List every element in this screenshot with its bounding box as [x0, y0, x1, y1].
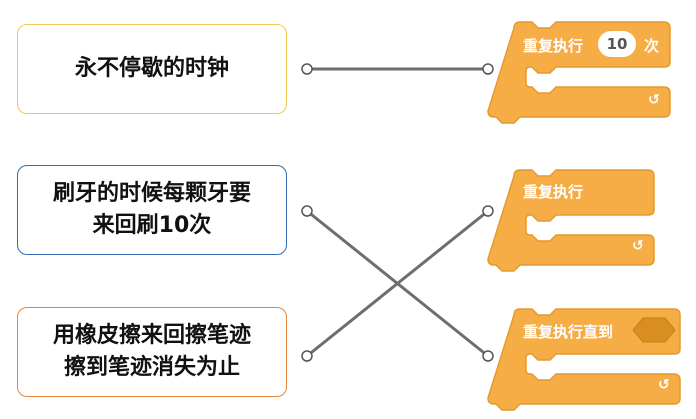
loop-arrow-icon: ↺ [648, 92, 660, 108]
match-line-3 [306, 209, 489, 358]
card-brush-teeth[interactable]: 刷牙的时候每颗牙要 来回刷10次 [17, 165, 287, 255]
connector-dot [301, 350, 313, 362]
repeat-count-input[interactable]: 10 [598, 31, 636, 57]
condition-slot-hexagon [632, 317, 676, 343]
repeat-until-block [487, 308, 681, 411]
loop-arrow-icon: ↺ [632, 238, 644, 254]
connector-dot [301, 63, 313, 75]
connector-dot [482, 205, 494, 217]
block-label: 重复执行直到 [523, 323, 614, 341]
repeat-forever-block [487, 169, 655, 272]
connector-dot [482, 350, 494, 362]
card-text: 用橡皮擦来回擦笔迹 [52, 323, 251, 348]
card-text: 刷牙的时候每颗牙要 [52, 181, 251, 206]
card-text: 擦到笔迹消失为止 [63, 355, 240, 380]
block-label: 重复执行 [523, 37, 584, 55]
connector-dot [301, 205, 313, 217]
block-suffix: 次 [644, 37, 660, 55]
block-label: 重复执行 [523, 183, 584, 201]
card-erase-pencil[interactable]: 用橡皮擦来回擦笔迹 擦到笔迹消失为止 [17, 307, 287, 397]
card-text: 来回刷10次 [92, 213, 212, 238]
connector-dot [482, 63, 494, 75]
card-text: 永不停歇的时钟 [74, 56, 229, 81]
loop-arrow-icon: ↺ [658, 377, 670, 393]
card-forever-clock[interactable]: 永不停歇的时钟 [17, 24, 287, 114]
